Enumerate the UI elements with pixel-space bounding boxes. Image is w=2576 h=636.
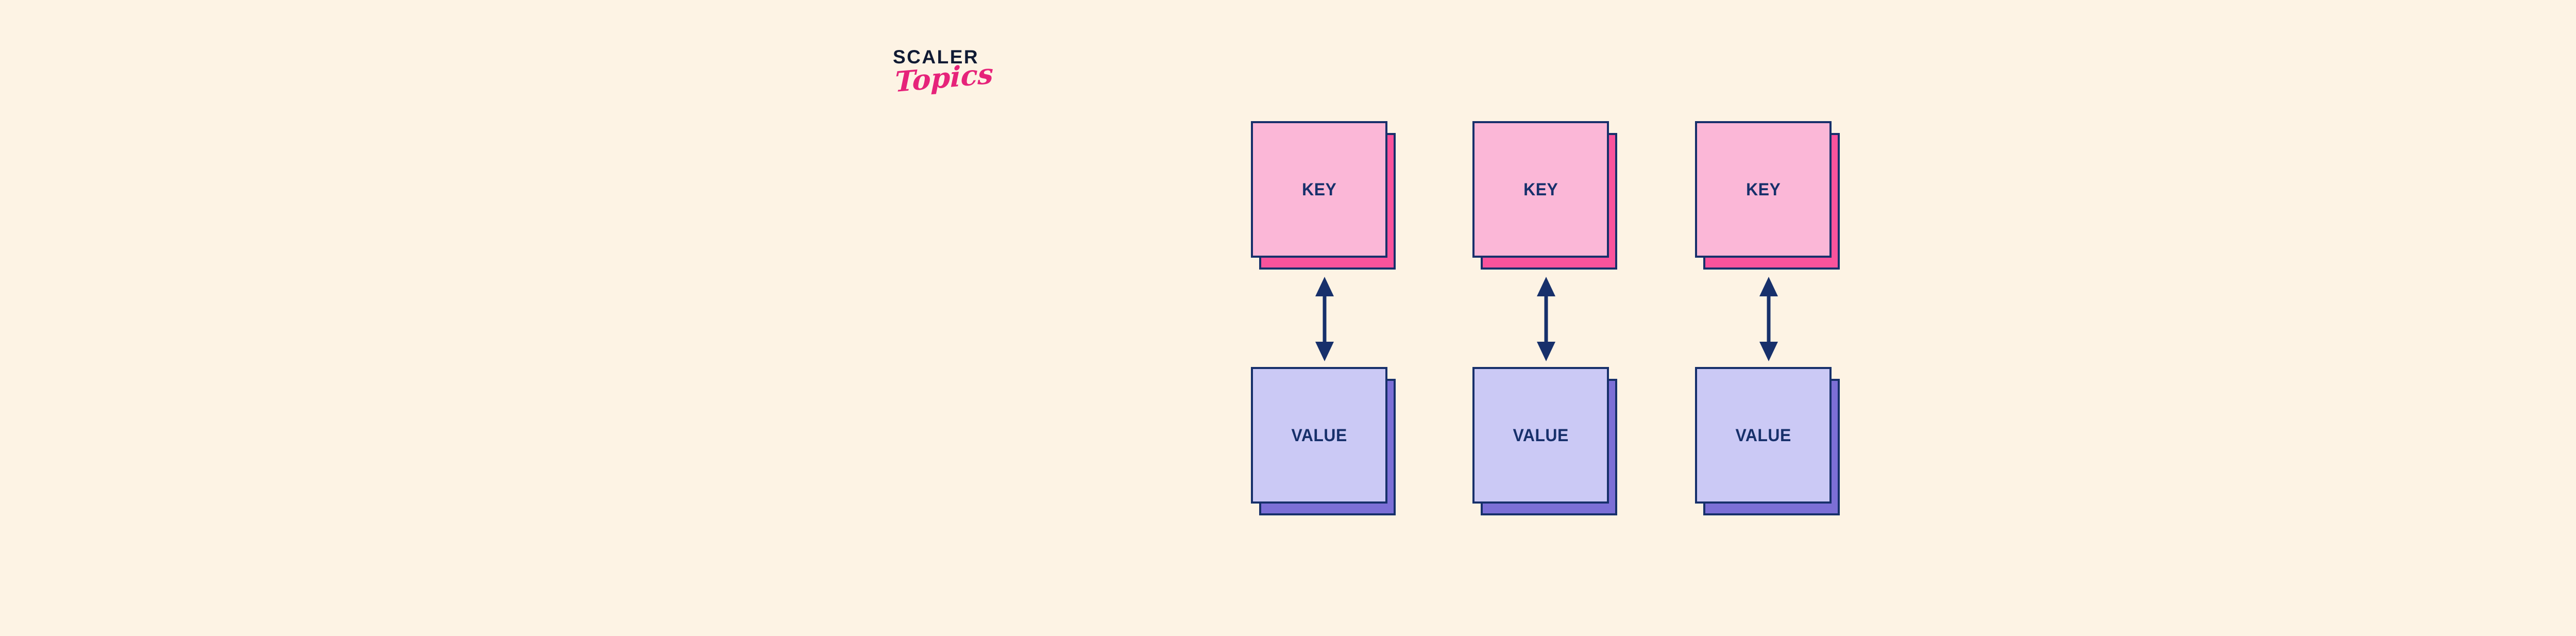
key-value-connector-arrow-1	[1312, 276, 1337, 362]
value-card-label: VALUE	[1735, 425, 1791, 445]
key-card-3[interactable]: KEY	[1695, 121, 1840, 270]
value-card-1[interactable]: VALUE	[1251, 367, 1396, 515]
brand-wordmark: SCALER	[893, 46, 979, 68]
value-card-3[interactable]: VALUE	[1695, 367, 1840, 515]
key-card-front[interactable]: KEY	[1695, 121, 1832, 258]
key-card-front[interactable]: KEY	[1251, 121, 1387, 258]
double-headed-arrow-icon	[1759, 277, 1778, 361]
key-card-label: KEY	[1301, 179, 1337, 199]
double-headed-arrow-icon	[1537, 277, 1555, 361]
value-card-2[interactable]: VALUE	[1472, 367, 1618, 515]
key-card-1[interactable]: KEY	[1251, 121, 1396, 270]
key-card-label: KEY	[1745, 179, 1781, 199]
key-value-pair-1: KEY VALUE	[1251, 121, 1405, 528]
double-headed-arrow-icon	[1315, 277, 1334, 361]
key-value-connector-arrow-3	[1756, 276, 1782, 362]
value-card-front[interactable]: VALUE	[1251, 367, 1387, 504]
key-value-pair-2: KEY VALUE	[1472, 121, 1627, 528]
key-card-2[interactable]: KEY	[1472, 121, 1618, 270]
value-card-label: VALUE	[1291, 425, 1347, 445]
value-card-label: VALUE	[1513, 425, 1569, 445]
value-card-front[interactable]: VALUE	[1472, 367, 1609, 504]
value-card-front[interactable]: VALUE	[1695, 367, 1832, 504]
key-card-front[interactable]: KEY	[1472, 121, 1609, 258]
key-value-pair-3: KEY VALUE	[1695, 121, 1850, 528]
key-value-connector-arrow-2	[1533, 276, 1559, 362]
key-card-label: KEY	[1523, 179, 1558, 199]
scaler-topics-logo: SCALER Topics	[893, 47, 1027, 130]
